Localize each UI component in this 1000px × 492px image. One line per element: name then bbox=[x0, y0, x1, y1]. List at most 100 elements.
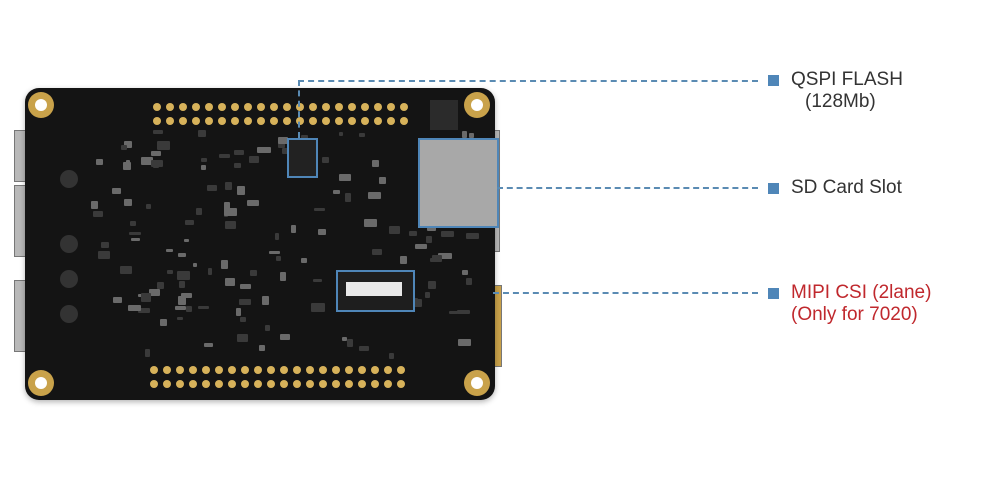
header-pin bbox=[179, 117, 187, 125]
header-pin bbox=[166, 103, 174, 111]
header-pin bbox=[166, 117, 174, 125]
header-pin bbox=[371, 380, 379, 388]
callout-subtitle: (128Mb) bbox=[805, 91, 876, 112]
header-pin bbox=[163, 366, 171, 374]
smd-component bbox=[113, 296, 122, 304]
sd-leader-line bbox=[497, 187, 758, 189]
smd-component bbox=[123, 198, 132, 206]
screw-icon bbox=[60, 170, 78, 188]
smd-component bbox=[469, 133, 474, 138]
header-pin bbox=[150, 366, 158, 374]
header-pin bbox=[228, 366, 236, 374]
header-pin bbox=[384, 380, 392, 388]
smd-component bbox=[449, 310, 458, 315]
smd-component bbox=[290, 224, 296, 234]
smd-component bbox=[223, 208, 238, 216]
smd-component bbox=[197, 130, 207, 138]
smd-component bbox=[90, 201, 98, 210]
smd-component bbox=[121, 145, 128, 151]
smd-component bbox=[388, 226, 400, 235]
smd-component bbox=[372, 248, 382, 256]
smd-component bbox=[461, 270, 469, 275]
smd-component bbox=[258, 345, 265, 351]
smd-component bbox=[240, 316, 247, 322]
smd-component bbox=[342, 336, 348, 342]
smd-component bbox=[156, 141, 171, 151]
smd-component bbox=[219, 153, 231, 158]
smd-component bbox=[92, 210, 103, 217]
header-pin bbox=[257, 117, 265, 125]
smd-component bbox=[322, 156, 329, 163]
smd-component bbox=[278, 136, 288, 144]
smd-component bbox=[257, 146, 272, 154]
smd-component bbox=[101, 241, 110, 249]
screw-icon bbox=[60, 305, 78, 323]
header-pin bbox=[358, 366, 366, 374]
header-pin bbox=[319, 380, 327, 388]
header-pin bbox=[397, 380, 405, 388]
smd-component bbox=[140, 292, 151, 302]
header-pin bbox=[332, 380, 340, 388]
header-pin bbox=[280, 380, 288, 388]
smd-component bbox=[220, 260, 229, 269]
smd-component bbox=[166, 248, 174, 252]
smd-component bbox=[181, 292, 192, 298]
mipi-leader-line bbox=[493, 292, 758, 294]
smd-component bbox=[408, 231, 417, 236]
bullet-square-icon bbox=[768, 288, 779, 299]
header-pin bbox=[283, 117, 291, 125]
smd-component bbox=[429, 257, 435, 262]
header-pin bbox=[335, 117, 343, 125]
header-pin bbox=[387, 117, 395, 125]
smd-component bbox=[125, 160, 130, 168]
header-pin bbox=[254, 366, 262, 374]
header-pin bbox=[400, 103, 408, 111]
smd-component bbox=[425, 235, 433, 243]
callout-mipi-csi: MIPI CSI (2lane)(Only for 7020) bbox=[768, 282, 931, 326]
smd-component bbox=[145, 348, 151, 357]
header-pin bbox=[270, 103, 278, 111]
smd-component bbox=[462, 131, 467, 138]
smd-component bbox=[148, 289, 160, 297]
header-pin bbox=[322, 103, 330, 111]
smd-component bbox=[300, 135, 308, 141]
smd-component bbox=[196, 207, 203, 216]
callout-title: SD Card Slot bbox=[791, 177, 902, 198]
header-pin bbox=[332, 366, 340, 374]
header-pin bbox=[267, 380, 275, 388]
mounting-hole bbox=[464, 370, 490, 396]
smd-component bbox=[129, 221, 137, 227]
header-pin bbox=[397, 366, 405, 374]
header-pin bbox=[218, 117, 226, 125]
smd-component bbox=[261, 296, 269, 305]
header-pin bbox=[267, 366, 275, 374]
screw-icon bbox=[60, 270, 78, 288]
smd-component bbox=[311, 303, 326, 312]
smd-component bbox=[264, 324, 271, 331]
qspi-leader-line bbox=[298, 80, 758, 82]
header-pin bbox=[241, 380, 249, 388]
smd-component bbox=[233, 163, 242, 168]
screw-icon bbox=[60, 235, 78, 253]
smd-component bbox=[235, 307, 242, 316]
smd-component bbox=[275, 233, 280, 240]
smd-component bbox=[179, 281, 185, 288]
header-pin bbox=[306, 366, 314, 374]
smd-component bbox=[129, 232, 141, 236]
header-pin bbox=[374, 117, 382, 125]
smd-component bbox=[441, 231, 454, 237]
header-pin bbox=[244, 117, 252, 125]
smd-component bbox=[246, 200, 259, 207]
smd-component bbox=[167, 269, 173, 275]
smd-component bbox=[207, 268, 213, 276]
header-pin bbox=[202, 366, 210, 374]
header-pin bbox=[231, 103, 239, 111]
smd-component bbox=[151, 151, 162, 157]
header-pin bbox=[293, 366, 301, 374]
sd-card-slot-highlight bbox=[418, 138, 499, 228]
header-pin bbox=[358, 380, 366, 388]
smd-component bbox=[201, 157, 207, 162]
callout-sd-card-slot: SD Card Slot bbox=[768, 177, 902, 199]
bullet-square-icon bbox=[768, 75, 779, 86]
smd-component bbox=[224, 202, 230, 211]
